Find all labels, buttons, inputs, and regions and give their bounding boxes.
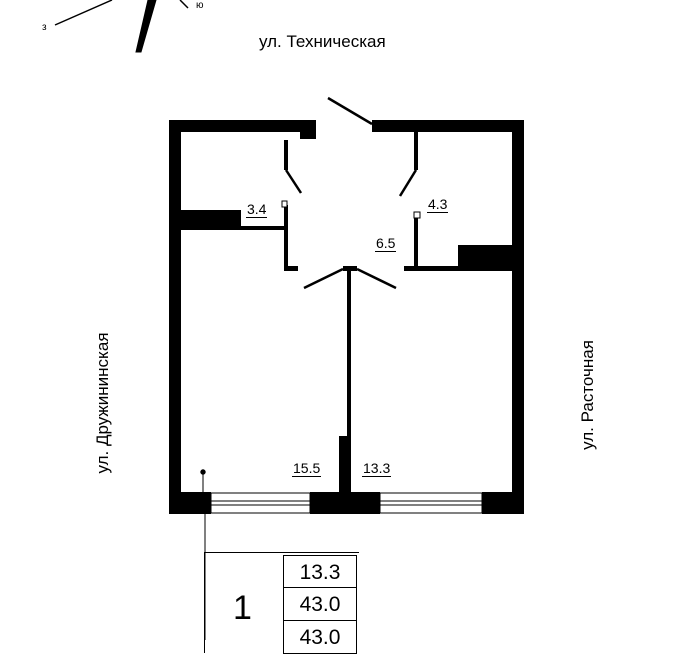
area-legend: 1 13.3 43.0 43.0 bbox=[204, 552, 359, 654]
room-area-label: 4.3 bbox=[427, 196, 449, 213]
room-area-label: 13.3 bbox=[362, 460, 392, 477]
rooms-count: 1 bbox=[233, 589, 252, 627]
compass-rose bbox=[54, 0, 189, 53]
street-label-left: ул. Дружининская bbox=[93, 332, 112, 474]
legend-value: 43.0 bbox=[283, 621, 357, 654]
street-label-right: ул. Расточная bbox=[578, 340, 597, 450]
legend-value: 43.0 bbox=[283, 588, 357, 621]
windows bbox=[210, 492, 483, 514]
interior-walls bbox=[181, 132, 516, 492]
room-area-label: 6.5 bbox=[375, 235, 397, 252]
outer-walls bbox=[169, 120, 524, 514]
room-area-label: 3.4 bbox=[246, 201, 268, 218]
door-details bbox=[200, 200, 421, 640]
legend-value: 13.3 bbox=[283, 555, 357, 588]
floor-plan bbox=[54, 0, 524, 640]
room-area-label: 15.5 bbox=[292, 460, 322, 477]
compass-south-label: ю bbox=[196, 0, 204, 11]
compass-west-label: з bbox=[42, 22, 47, 33]
doors bbox=[284, 96, 418, 290]
street-label-top: ул. Техническая bbox=[259, 32, 386, 51]
